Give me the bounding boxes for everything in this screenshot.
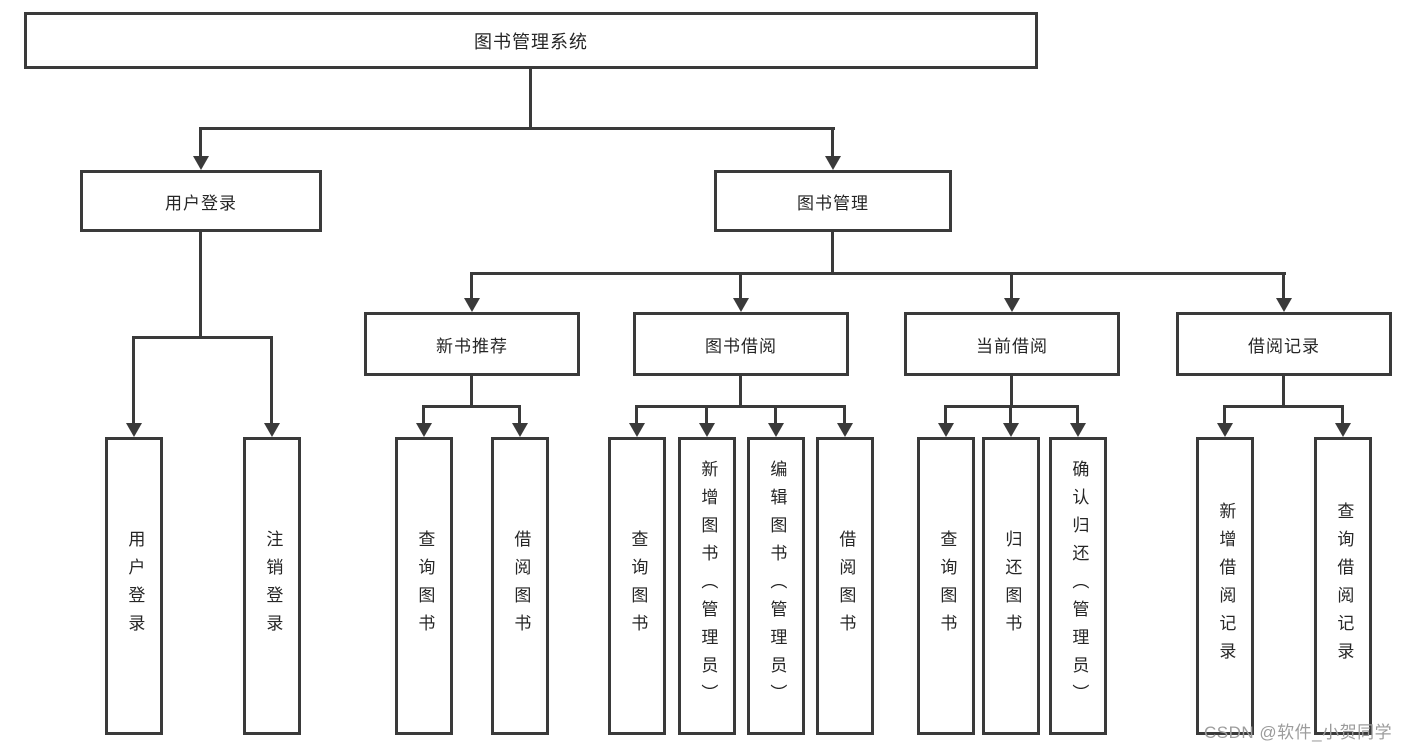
- leaf-query-books: 查询图书: [608, 437, 666, 735]
- node-label: 图书管理系统: [474, 31, 588, 52]
- arrow-down-icon: [1217, 423, 1233, 437]
- leaf-query-borrow-record: 查询借阅记录: [1314, 437, 1372, 735]
- node-borrow-records: 借阅记录: [1176, 312, 1392, 376]
- node-book-borrow: 图书借阅: [633, 312, 849, 376]
- connector-line: [422, 405, 521, 408]
- leaf-logout: 注销登录: [243, 437, 301, 735]
- arrow-down-icon: [837, 423, 853, 437]
- leaf-user-login: 用户登录: [105, 437, 163, 735]
- arrow-down-icon: [464, 298, 480, 312]
- leaf-borrow-books: 借阅图书: [816, 437, 874, 735]
- arrow-down-icon: [768, 423, 784, 437]
- node-label: 借阅记录: [1248, 336, 1320, 356]
- connector-line: [1223, 405, 1226, 423]
- connector-line: [635, 405, 846, 408]
- arrow-down-icon: [416, 423, 432, 437]
- connector-line: [470, 376, 473, 405]
- connector-line: [199, 127, 835, 130]
- leaf-label: 用户登录: [125, 530, 145, 642]
- arrow-down-icon: [733, 298, 749, 312]
- connector-line: [1341, 405, 1344, 423]
- arrow-down-icon: [825, 156, 841, 170]
- node-label: 用户登录: [165, 193, 237, 213]
- leaf-confirm-return-admin: 确认归还（管理员）: [1049, 437, 1107, 735]
- leaf-label: 编辑图书（管理员）: [767, 460, 787, 712]
- connector-line: [422, 405, 425, 423]
- node-book-management: 图书管理: [714, 170, 952, 232]
- connector-line: [1076, 405, 1079, 423]
- arrow-down-icon: [699, 423, 715, 437]
- leaf-borrow-books: 借阅图书: [491, 437, 549, 735]
- arrow-down-icon: [1276, 298, 1292, 312]
- csdn-watermark: CSDN @软件_小贺同学: [1204, 723, 1393, 742]
- leaf-query-books: 查询图书: [917, 437, 975, 735]
- connector-line: [705, 405, 708, 423]
- leaf-label: 确认归还（管理员）: [1069, 460, 1089, 712]
- connector-line: [132, 336, 273, 339]
- arrow-down-icon: [1070, 423, 1086, 437]
- connector-line: [739, 376, 742, 405]
- connector-line: [843, 405, 846, 423]
- connector-line: [529, 69, 532, 127]
- connector-line: [1223, 405, 1344, 408]
- node-current-borrow: 当前借阅: [904, 312, 1120, 376]
- node-label: 当前借阅: [976, 336, 1048, 356]
- connector-line: [1009, 405, 1012, 423]
- leaf-label: 查询图书: [628, 530, 648, 642]
- arrow-down-icon: [629, 423, 645, 437]
- leaf-label: 查询图书: [415, 530, 435, 642]
- arrow-down-icon: [193, 156, 209, 170]
- leaf-label: 查询借阅记录: [1334, 502, 1354, 670]
- leaf-label: 新增借阅记录: [1216, 502, 1236, 670]
- node-label: 图书借阅: [705, 336, 777, 356]
- connector-line: [739, 272, 742, 298]
- connector-line: [1010, 376, 1013, 405]
- connector-line: [199, 232, 202, 336]
- leaf-label: 新增图书（管理员）: [698, 460, 718, 712]
- connector-line: [132, 336, 135, 423]
- node-label: 图书管理: [797, 193, 869, 213]
- connector-line: [635, 405, 638, 423]
- connector-line: [270, 336, 273, 423]
- arrow-down-icon: [126, 423, 142, 437]
- node-library-management-system: 图书管理系统: [24, 12, 1038, 69]
- leaf-add-borrow-record: 新增借阅记录: [1196, 437, 1254, 735]
- arrow-down-icon: [1003, 423, 1019, 437]
- node-user-login: 用户登录: [80, 170, 322, 232]
- leaf-label: 归还图书: [1002, 530, 1022, 642]
- leaf-label: 借阅图书: [836, 530, 856, 642]
- leaf-add-books-admin: 新增图书（管理员）: [678, 437, 736, 735]
- connector-line: [1010, 272, 1013, 298]
- node-label: 新书推荐: [436, 336, 508, 356]
- leaf-query-books: 查询图书: [395, 437, 453, 735]
- arrow-down-icon: [264, 423, 280, 437]
- connector-line: [831, 127, 834, 156]
- node-new-book-recommend: 新书推荐: [364, 312, 580, 376]
- connector-line: [831, 232, 834, 272]
- connector-line: [518, 405, 521, 423]
- connector-line: [944, 405, 947, 423]
- arrow-down-icon: [512, 423, 528, 437]
- arrow-down-icon: [938, 423, 954, 437]
- connector-line: [774, 405, 777, 423]
- arrow-down-icon: [1335, 423, 1351, 437]
- leaf-label: 注销登录: [263, 530, 283, 642]
- leaf-label: 借阅图书: [511, 530, 531, 642]
- connector-line: [1282, 272, 1285, 298]
- connector-line: [470, 272, 473, 298]
- connector-line: [199, 127, 202, 156]
- connector-line: [1282, 376, 1285, 405]
- connector-line: [470, 272, 1286, 275]
- leaf-label: 查询图书: [937, 530, 957, 642]
- leaf-return-books: 归还图书: [982, 437, 1040, 735]
- arrow-down-icon: [1004, 298, 1020, 312]
- leaf-edit-books-admin: 编辑图书（管理员）: [747, 437, 805, 735]
